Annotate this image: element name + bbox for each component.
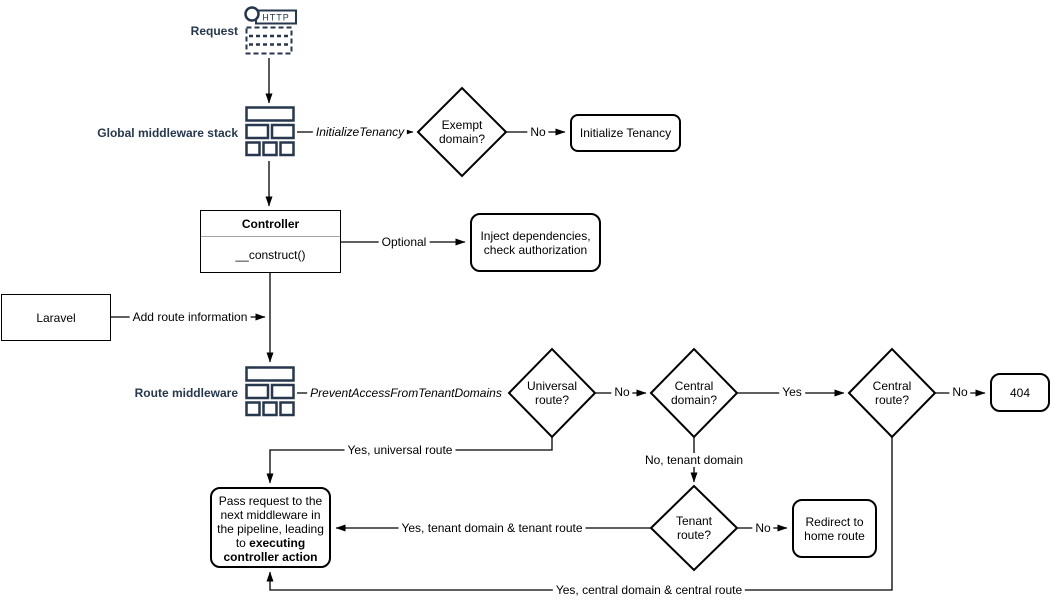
http-icon-label: HTTP — [262, 13, 290, 23]
http-request-icon: HTTP — [244, 6, 297, 55]
decision-exempt-domain — [416, 86, 508, 178]
edge-label-yes-central: Yes, central domain & central route — [552, 583, 746, 597]
edge-label-central-domain-yes: Yes — [779, 385, 805, 399]
controller-title: Controller — [201, 211, 340, 237]
node-controller: Controller __construct() — [200, 210, 341, 273]
decision-central-route — [847, 347, 937, 439]
route-middleware-label: Route middleware — [134, 386, 238, 400]
edge-label-no-tenant-domain: No, tenant domain — [641, 453, 747, 467]
node-inject-dependencies: Inject dependencies, check authorization — [470, 213, 601, 272]
central-domain-label: Central domain? — [670, 379, 718, 407]
decision-universal-route — [507, 347, 597, 439]
edge-label-exempt-no: No — [527, 125, 549, 139]
central-route-label: Central route? — [872, 379, 912, 407]
edge-label-add-route-information: Add route information — [129, 310, 251, 324]
pass-request-emphasis: executing controller action — [223, 536, 318, 564]
node-initialize-tenancy: Initialize Tenancy — [570, 114, 681, 152]
edge-label-optional: Optional — [378, 235, 430, 249]
edge-label-prevent-access: PreventAccessFromTenantDomains — [307, 386, 505, 400]
universal-route-label: Universal route? — [526, 379, 577, 407]
exempt-domain-label: Exempt domain? — [438, 118, 486, 146]
request-label: Request — [190, 24, 238, 38]
middleware-stack-icon — [245, 106, 295, 157]
edge-label-universal-no: No — [611, 385, 633, 399]
decision-central-domain — [649, 347, 739, 439]
edge-label-yes-tenant: Yes, tenant domain & tenant route — [398, 521, 586, 535]
edge-label-initialize-tenancy: InitializeTenancy — [312, 125, 408, 139]
controller-constructor: __construct() — [235, 248, 306, 262]
node-404: 404 — [990, 373, 1050, 412]
node-laravel: Laravel — [1, 294, 111, 341]
decision-tenant-route — [649, 484, 739, 572]
edge-label-yes-universal-route: Yes, universal route — [344, 443, 456, 457]
tenant-route-label: Tenant route? — [675, 514, 713, 542]
pass-request-text: Pass request to the next middleware in t… — [217, 494, 324, 550]
middleware-stack-icon — [245, 366, 295, 417]
edge-label-tenant-no: No — [752, 521, 774, 535]
edge-label-central-route-no: No — [949, 385, 971, 399]
node-pass-request: Pass request to the next middleware in t… — [210, 487, 331, 568]
node-redirect-home: Redirect to home route — [792, 499, 877, 558]
global-middleware-stack-label: Global middleware stack — [97, 126, 238, 140]
